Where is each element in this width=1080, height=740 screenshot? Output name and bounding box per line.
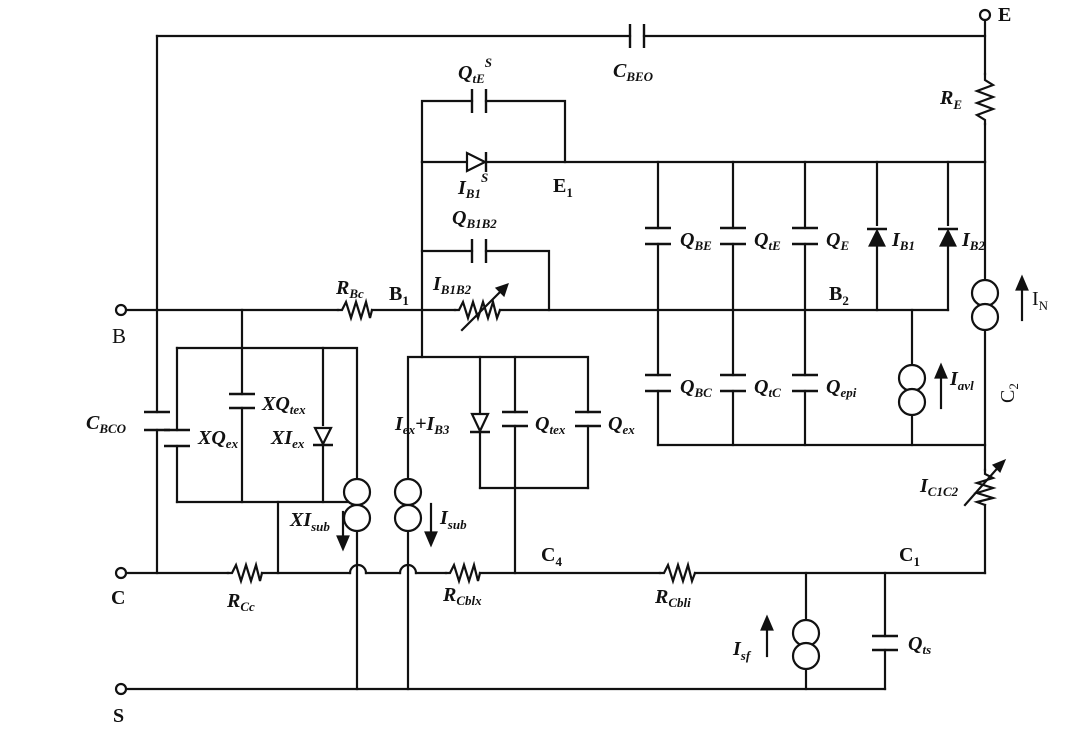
label-in: IN <box>1032 288 1049 313</box>
node-b1: B1 <box>389 283 409 308</box>
resistor-re <box>973 72 997 126</box>
terminal-B-circle <box>114 303 128 317</box>
node-c1: C1 <box>899 544 920 569</box>
label-qtes: QtES <box>458 55 492 86</box>
label-cbco: CBCO <box>86 412 127 436</box>
label-re: RE <box>939 87 962 112</box>
node-labels: E1 B1 B2 C4 C1 C2 <box>389 175 1021 569</box>
current-sources <box>336 274 1029 671</box>
label-ib1s: IB1S <box>457 170 488 201</box>
terminal-E-circle <box>978 8 992 22</box>
label-iavl: Iavl <box>949 368 974 393</box>
label-rcbli: RCbli <box>654 586 691 610</box>
label-qtc: QtC <box>754 376 781 400</box>
label-xqex: XQex <box>197 427 239 451</box>
label-iex-ib3: Iex+IB3 <box>394 413 450 437</box>
source-iavl <box>897 362 948 417</box>
label-xiex: XIex <box>270 427 305 451</box>
source-xisub <box>336 477 372 552</box>
label-qb1b2: QB1B2 <box>452 207 497 231</box>
label-isf: Isf <box>732 638 752 663</box>
terminal-B-label: B <box>112 324 126 348</box>
label-rbc: RBc <box>335 277 364 301</box>
source-isf <box>760 614 821 671</box>
label-qbe: QBE <box>680 229 712 253</box>
resistor-rbc <box>336 297 374 322</box>
diode-ib1s <box>465 151 488 173</box>
diode-ib2 <box>938 226 958 247</box>
diode-xiex <box>313 426 333 447</box>
resistor-rcblx <box>444 560 482 585</box>
diodes <box>313 151 958 447</box>
resistors <box>226 72 1007 585</box>
label-qepi: Qepi <box>826 376 857 400</box>
wires <box>124 18 987 691</box>
label-qte: QtE <box>754 229 781 253</box>
source-isub <box>393 477 438 548</box>
label-qts: Qts <box>908 633 931 657</box>
terminals: E B C S <box>111 4 1011 727</box>
label-ib2: IB2 <box>961 229 985 253</box>
terminal-C-circle <box>114 566 128 580</box>
svg-text:C2: C2 <box>997 383 1021 403</box>
node-c2: C2 <box>997 383 1021 403</box>
node-e1: E1 <box>553 175 573 200</box>
label-ib1b2: IB1B2 <box>432 273 472 297</box>
terminal-C-label: C <box>111 587 125 609</box>
diode-ib1 <box>867 226 887 247</box>
label-xqtex: XQtex <box>261 393 306 417</box>
resistor-rcbli <box>658 560 697 585</box>
component-labels: CBEO RE QtES IB1S QB1B2 IB1B2 RBc QBE Qt… <box>86 55 1049 663</box>
wire-crossovers <box>348 563 418 575</box>
label-qex: Qex <box>608 413 635 437</box>
capacitors <box>144 24 898 652</box>
label-xisub: XIsub <box>289 509 330 534</box>
label-isub: Isub <box>439 507 467 532</box>
label-ic1c2: IC1C2 <box>919 475 959 499</box>
diode-iex-ib3 <box>470 412 490 434</box>
terminal-E-label: E <box>998 4 1011 26</box>
label-qtex: Qtex <box>535 413 566 437</box>
terminal-S-circle <box>114 682 128 696</box>
label-cbeo: CBEO <box>613 60 654 84</box>
terminal-S-label: S <box>113 705 124 727</box>
label-ib1: IB1 <box>891 229 915 253</box>
label-qbc: QBC <box>680 376 712 400</box>
resistor-ic1c2 <box>973 468 998 507</box>
resistor-ib1b2 <box>453 297 502 322</box>
source-in <box>970 274 1029 332</box>
label-qe: QE <box>826 229 849 253</box>
node-c4: C4 <box>541 544 562 569</box>
label-rcblx: RCblx <box>442 584 482 608</box>
resistor-rcc <box>226 560 264 585</box>
label-rcc: RCc <box>226 590 255 614</box>
node-b2: B2 <box>829 283 849 308</box>
